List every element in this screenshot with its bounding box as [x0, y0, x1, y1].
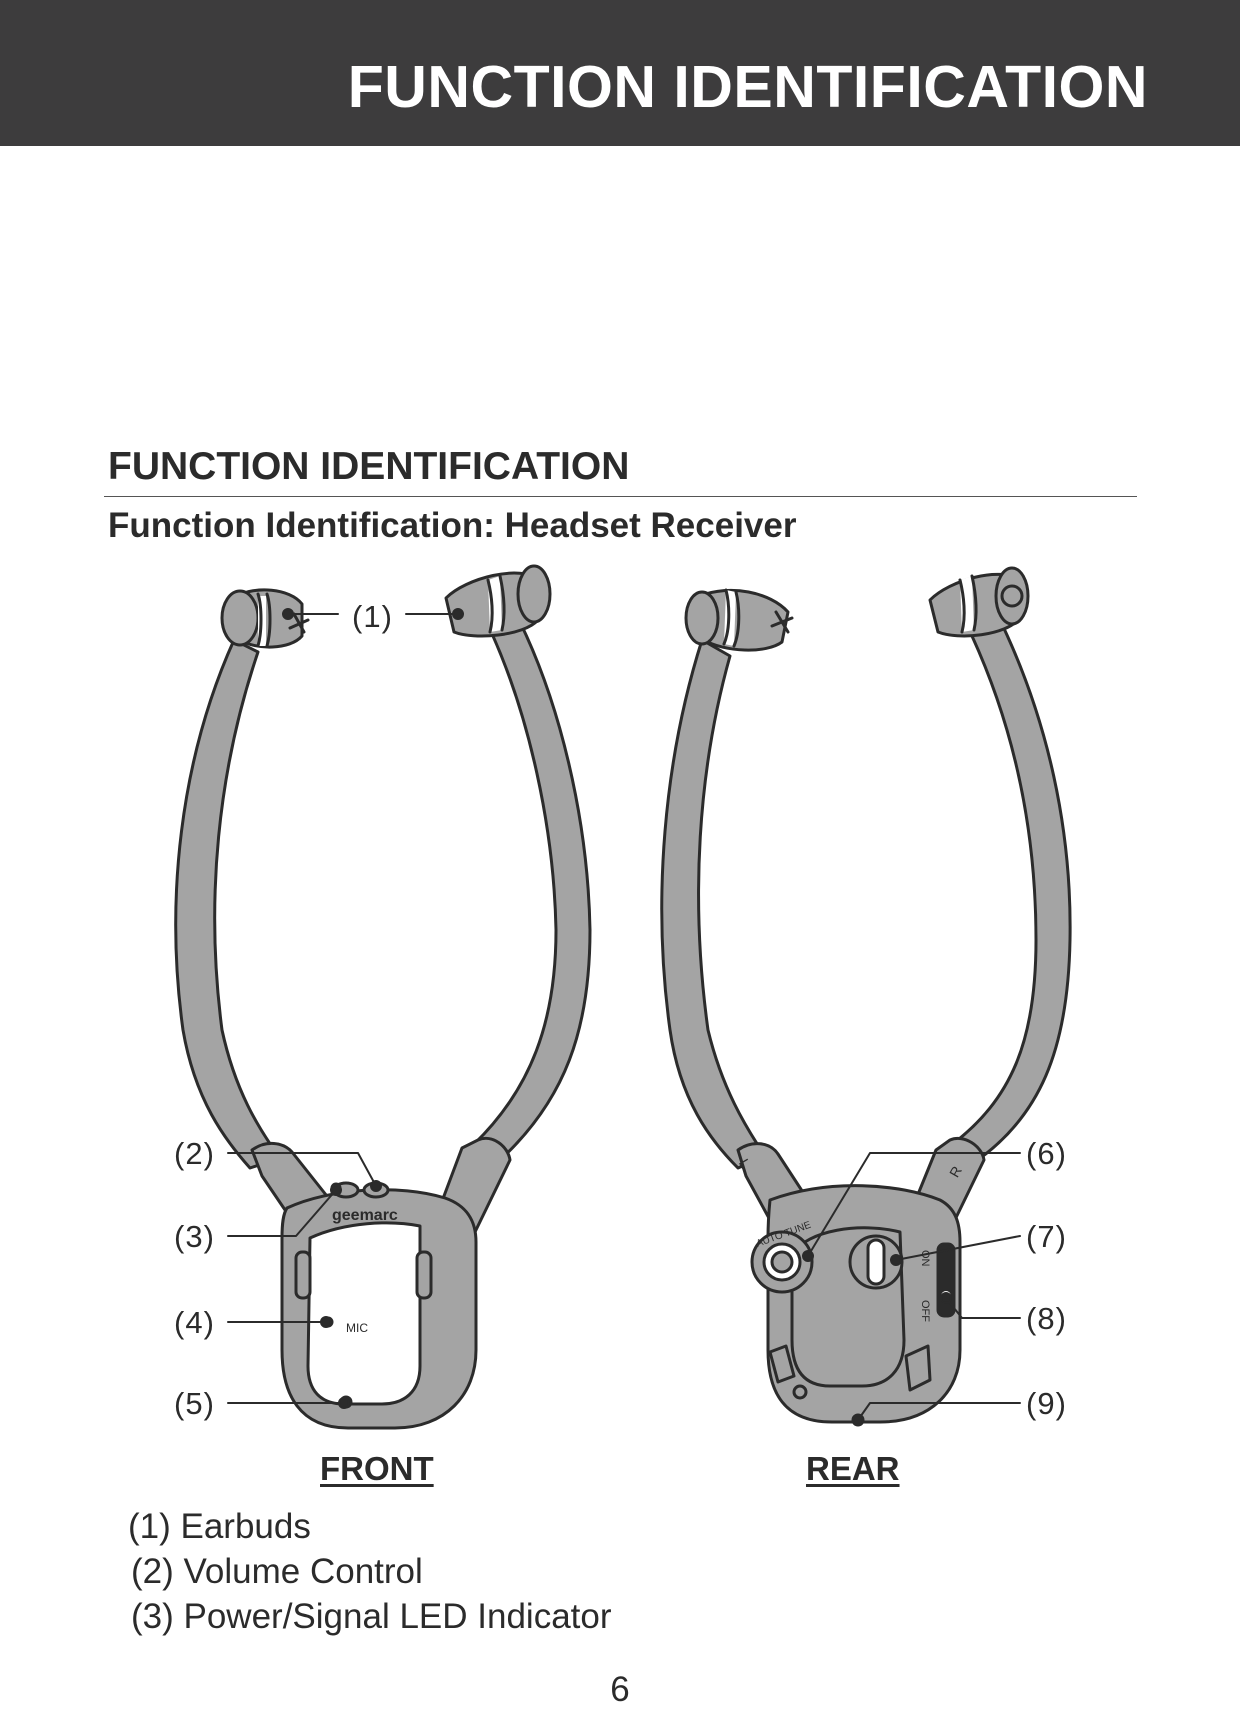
front-left-earbud	[220, 588, 310, 649]
brand-logo-text: geemarc	[332, 1207, 398, 1224]
rear-headset	[660, 566, 1072, 1427]
callout-4: (4)	[174, 1305, 215, 1340]
section-divider	[104, 496, 1137, 497]
parts-list: (1) Earbuds (2) Volume Control (3) Power…	[128, 1504, 612, 1639]
callout-5: (5)	[174, 1386, 215, 1421]
off-label: OFF	[919, 1300, 931, 1322]
list-item: (2) Volume Control	[131, 1552, 423, 1591]
page-number: 6	[610, 1670, 630, 1709]
callout-leaders	[227, 608, 1021, 1426]
callout-2: (2)	[174, 1136, 215, 1171]
callout-1: (1)	[352, 599, 393, 634]
header-banner: FUNCTION IDENTIFICATION	[0, 0, 1240, 146]
front-right-earbud	[444, 564, 552, 638]
callout-6: (6)	[1026, 1136, 1067, 1171]
rear-right-earbud	[928, 566, 1030, 638]
headset-illustration: geemarc MIC AUTO TUNE L R ON OFF	[174, 564, 1072, 1430]
callout-7: (7)	[1026, 1219, 1067, 1254]
on-label: ON	[919, 1250, 931, 1267]
callout-8: (8)	[1026, 1301, 1067, 1336]
section-title: FUNCTION IDENTIFICATION	[108, 445, 630, 488]
rear-view-label: REAR	[806, 1450, 900, 1487]
front-view-label: FRONT	[320, 1450, 434, 1487]
headset-receiver-figure: geemarc MIC AUTO TUNE L R ON OFF (1) (2)…	[0, 540, 1240, 1485]
list-item: (3) Power/Signal LED Indicator	[131, 1597, 612, 1636]
rear-left-earbud	[684, 588, 794, 652]
callout-3: (3)	[174, 1219, 215, 1254]
page-header-title: FUNCTION IDENTIFICATION	[347, 54, 1148, 120]
mic-label: MIC	[346, 1321, 368, 1335]
subsection-title: Function Identification: Headset Receive…	[108, 506, 797, 545]
list-item: (1) Earbuds	[128, 1507, 311, 1546]
callout-9: (9)	[1026, 1386, 1067, 1421]
front-headset	[174, 564, 592, 1430]
